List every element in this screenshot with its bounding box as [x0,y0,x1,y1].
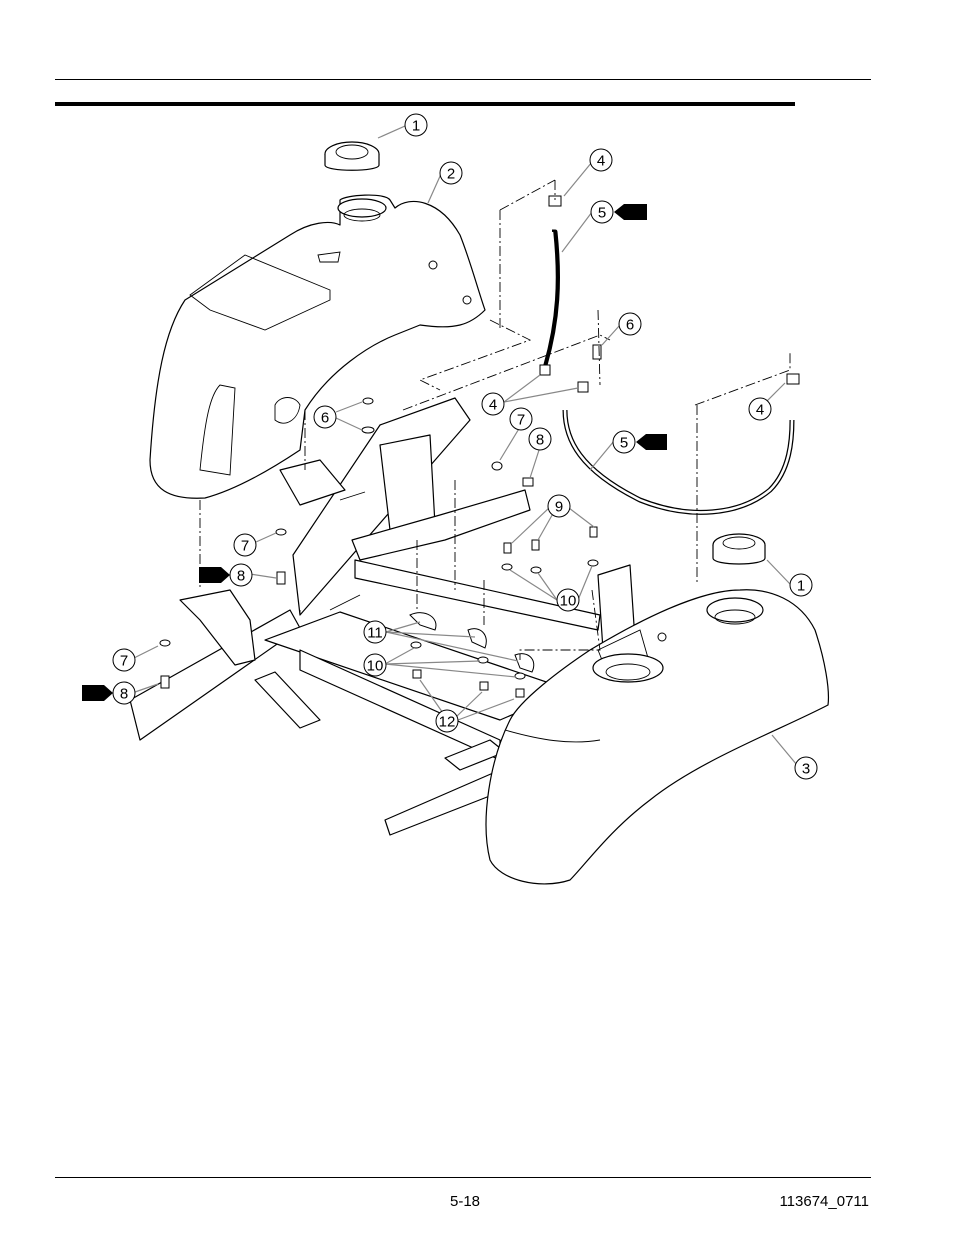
svg-text:11: 11 [367,625,383,642]
svg-text:1: 1 [797,578,805,595]
svg-text:7: 7 [241,538,249,555]
callout-c10b: 10 [363,653,387,677]
frame-assembly [129,397,636,836]
callout-c5a: 5 [590,200,614,224]
flag-8-middle [199,567,230,583]
svg-text:8: 8 [536,432,544,449]
svg-text:6: 6 [626,317,634,334]
svg-text:9: 9 [555,499,563,516]
callout-c7b: 7 [233,533,257,557]
fuel-cap-upper [324,141,380,171]
title-rule [55,102,795,106]
svg-text:4: 4 [597,153,605,170]
svg-text:3: 3 [802,761,810,778]
hardware [159,195,800,698]
callout-c1b: 1 [789,573,813,597]
svg-text:1: 1 [412,118,420,135]
page-number: 5-18 [449,1193,481,1210]
header-rule [55,79,871,80]
callout-c6b: 6 [313,405,337,429]
svg-text:2: 2 [447,166,455,183]
callout-c4c: 4 [748,397,772,421]
fuel-cap-lower [712,533,766,565]
phantom-lines [199,179,791,660]
fuel-tank-left [149,194,486,499]
callout-c12: 12 [435,709,459,733]
callout-c10a: 10 [556,588,580,612]
callout-c7c: 7 [112,648,136,672]
svg-text:8: 8 [237,568,245,585]
leader-lines [133,125,798,766]
svg-text:7: 7 [120,653,128,670]
callout-c6a: 6 [618,312,642,336]
svg-text:10: 10 [560,593,577,610]
document-number: 113674_0711 [779,1193,869,1210]
fuel-lines [540,229,795,515]
flag-5-upper [614,204,647,220]
callout-c8b: 8 [229,563,253,587]
callout-c8a: 8 [528,427,552,451]
svg-text:10: 10 [367,658,384,675]
flag-8-lower [82,685,113,701]
callout-c3: 3 [794,756,818,780]
callout-c7a: 7 [509,407,533,431]
callout-c5b: 5 [612,430,636,454]
callout-c4a: 4 [589,148,613,172]
callout-c1a: 1 [404,113,428,137]
svg-text:4: 4 [756,402,764,419]
callout-c8c: 8 [112,681,136,705]
svg-text:5: 5 [620,435,628,452]
reference-flags [82,204,667,701]
callout-c4b: 4 [481,392,505,416]
callout-c9: 9 [547,494,571,518]
fuel-tank-right [485,589,830,885]
footer-rule [55,1177,871,1178]
svg-text:4: 4 [489,397,497,414]
svg-text:5: 5 [598,205,606,222]
flag-5-lower [636,434,667,450]
callout-c2: 2 [439,161,463,185]
svg-text:12: 12 [439,714,456,731]
svg-text:6: 6 [321,410,329,427]
callout-c11: 11 [363,620,387,644]
svg-text:7: 7 [517,412,525,429]
svg-text:8: 8 [120,686,128,703]
